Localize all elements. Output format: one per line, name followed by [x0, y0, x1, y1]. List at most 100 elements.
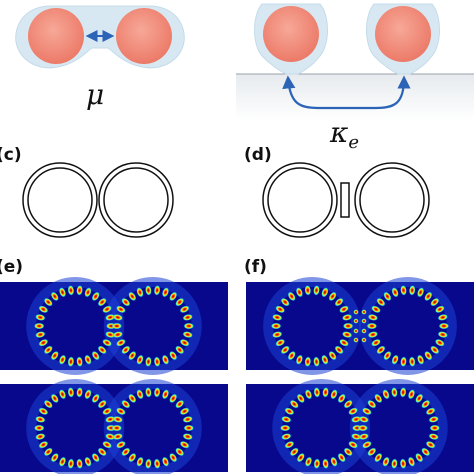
field-hotspot	[161, 456, 170, 467]
field-hotspot	[175, 399, 185, 409]
field-hotspot	[376, 345, 386, 355]
field-hotspot	[334, 345, 344, 355]
field-hotspot	[112, 331, 123, 338]
field-hotspot	[91, 452, 100, 463]
field-hotspot	[84, 456, 92, 467]
field-hotspot	[391, 354, 399, 365]
field-hotspot	[342, 322, 354, 330]
panel-label-e: (e)	[0, 257, 23, 277]
panel-f-field-top	[246, 277, 474, 375]
field-hotspot	[50, 350, 59, 361]
field-hotspot	[362, 440, 372, 449]
resonator-right	[375, 6, 431, 62]
field-hotspot	[179, 407, 190, 416]
panel-label-d: (d)	[244, 145, 272, 165]
field-hotspot	[400, 285, 407, 296]
field-hotspot	[367, 314, 379, 321]
field-hotspot	[121, 399, 131, 409]
field-hotspot	[313, 285, 320, 296]
field-hotspot	[313, 387, 321, 398]
field-hotspot	[289, 447, 299, 457]
field-hotspot	[289, 399, 299, 409]
field-hotspot	[112, 416, 123, 423]
field-hotspot	[128, 350, 137, 361]
field-hotspot	[313, 356, 320, 367]
field-hotspot	[421, 399, 431, 409]
field-hotspot	[353, 328, 359, 334]
panel-label-c: (c)	[0, 145, 22, 165]
field-hotspot	[153, 458, 161, 469]
field-hotspot	[38, 407, 49, 416]
panel-a-coupled-resonators: μ	[15, 5, 185, 111]
field-hotspot	[136, 354, 144, 365]
field-hotspot	[343, 399, 353, 409]
field-hotspot	[91, 393, 100, 404]
field-hotspot	[58, 389, 67, 400]
field-hotspot	[91, 291, 100, 302]
substrate-slab	[236, 74, 474, 120]
field-hotspot	[424, 291, 433, 302]
field-hotspot	[145, 458, 152, 469]
field-hotspot	[337, 452, 346, 463]
field-hotspot	[67, 458, 75, 469]
field-hotspot	[328, 350, 337, 361]
field-hotspot	[97, 345, 107, 355]
field-hotspot	[35, 331, 46, 338]
ring-right	[354, 162, 430, 238]
field-hotspot	[399, 458, 407, 469]
field-hotspot	[272, 331, 283, 338]
coupling-bar	[340, 182, 350, 218]
field-hotspot	[33, 424, 45, 432]
field-hotspot	[361, 328, 367, 334]
field-hotspot	[33, 322, 45, 330]
field-hotspot	[430, 297, 440, 307]
field-hotspot	[136, 287, 144, 298]
field-hotspot	[408, 356, 416, 367]
field-hotspot	[348, 407, 358, 416]
field-hotspot	[341, 314, 353, 321]
field-hotspot	[281, 433, 292, 440]
field-hotspot	[121, 297, 131, 307]
field-hotspot	[145, 285, 152, 296]
field-hotspot	[330, 389, 338, 400]
field-hotspot	[429, 424, 440, 432]
panel-e-field-bottom	[0, 379, 228, 474]
field-hotspot	[111, 424, 122, 432]
field-hotspot	[353, 309, 359, 315]
field-hotspot	[437, 331, 448, 338]
field-hotspot	[58, 354, 67, 365]
field-hotspot	[407, 456, 416, 467]
field-hotspot	[76, 387, 83, 398]
field-hotspot	[67, 356, 75, 367]
field-hotspot	[287, 291, 296, 302]
field-hotspot	[111, 322, 122, 330]
field-ring-left	[33, 387, 117, 469]
field-hotspot	[343, 447, 353, 457]
field-hotspot	[428, 416, 439, 423]
field-hotspot	[296, 452, 305, 463]
field-hotspot	[35, 433, 46, 440]
panel-b-external-coupling: κe	[236, 3, 474, 153]
field-ring-right	[357, 387, 440, 469]
field-hotspot	[400, 356, 407, 367]
field-hotspot	[382, 456, 390, 467]
field-hotspot	[76, 356, 83, 367]
field-hotspot	[128, 452, 137, 463]
field-hotspot	[434, 305, 445, 314]
field-hotspot	[145, 387, 152, 398]
field-hotspot	[91, 350, 100, 361]
field-hotspot	[351, 433, 362, 440]
field-hotspot	[175, 447, 185, 457]
field-hotspot	[280, 424, 291, 432]
field-hotspot	[374, 393, 383, 404]
panel-label-f: (f)	[244, 257, 267, 277]
field-hotspot	[116, 407, 126, 416]
field-hotspot	[382, 389, 390, 400]
field-hotspot	[105, 331, 116, 338]
field-hotspot	[169, 291, 178, 302]
field-hotspot	[67, 387, 75, 398]
field-hotspot	[353, 318, 359, 324]
field-hotspot	[371, 305, 381, 314]
field-hotspot	[357, 424, 368, 432]
panel-e-field-top	[0, 277, 228, 375]
